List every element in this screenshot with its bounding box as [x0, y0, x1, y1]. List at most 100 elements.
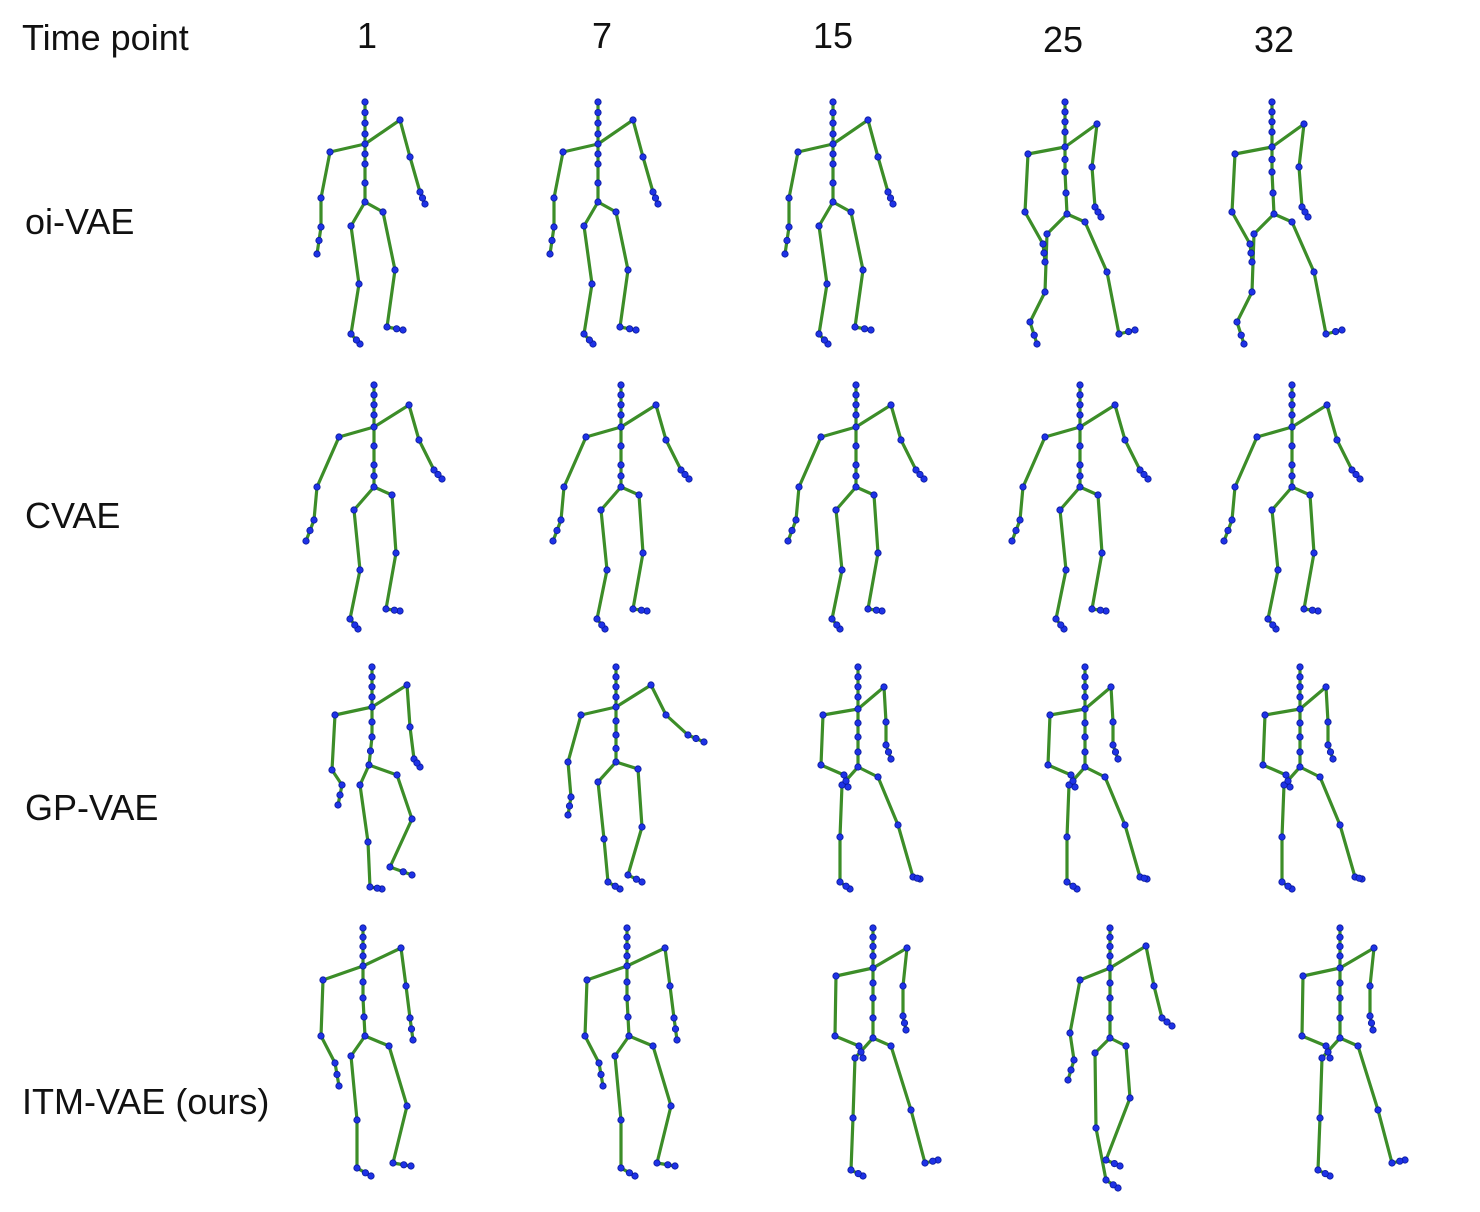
- skeleton-joint: [1268, 118, 1276, 126]
- skeleton-joint: [370, 483, 378, 491]
- skeleton-joint: [564, 811, 572, 819]
- skeleton-bone: [1233, 145, 1274, 156]
- skeleton-joint: [370, 442, 378, 450]
- skeleton-joint: [1039, 240, 1047, 248]
- skeleton-bone: [1104, 1096, 1132, 1162]
- skeleton-joint: [854, 763, 862, 771]
- skeleton-bone: [1230, 485, 1237, 522]
- skeleton-joint: [1103, 268, 1111, 276]
- skeleton-joint: [664, 1161, 672, 1169]
- skeleton-bone: [854, 403, 893, 429]
- skeleton-joint: [396, 116, 404, 124]
- skeleton-joint: [382, 605, 390, 613]
- skeleton-bone: [849, 1116, 855, 1172]
- skeleton-joint: [1300, 120, 1308, 128]
- skeleton-bone: [561, 142, 600, 154]
- skeleton-joint: [1374, 1106, 1382, 1114]
- skeleton-joint: [1301, 208, 1309, 216]
- skeleton-joint: [1228, 516, 1236, 524]
- skeleton-joint: [857, 1048, 865, 1056]
- skeleton-joint: [415, 436, 423, 444]
- skeleton-joint: [1332, 327, 1340, 336]
- skeleton-joint: [653, 1159, 661, 1167]
- skeleton-bone: [1046, 763, 1073, 777]
- skeleton-bone: [1368, 946, 1376, 988]
- skeleton-bone: [1261, 713, 1267, 767]
- skeleton-joint: [1062, 566, 1070, 574]
- skeleton-joint: [406, 723, 414, 731]
- skeleton-joint: [604, 878, 612, 886]
- skeleton-joint: [649, 1042, 657, 1050]
- skeleton-bone: [582, 224, 594, 286]
- skeleton-joint: [1268, 108, 1276, 116]
- skeleton-joint: [1109, 718, 1117, 726]
- skeleton-joint: [1063, 210, 1071, 218]
- skeleton-joint: [623, 933, 631, 941]
- skeleton-joint: [632, 326, 640, 334]
- skeleton-joint: [1324, 1048, 1332, 1056]
- skeleton-joint: [408, 871, 416, 879]
- skeleton-joint: [1110, 1160, 1119, 1168]
- skeleton-joint: [1268, 128, 1276, 136]
- skeleton-joint: [852, 442, 860, 450]
- skeleton-bone: [1270, 485, 1294, 512]
- skeleton-bone: [834, 485, 858, 512]
- skeleton-joint: [1061, 168, 1069, 176]
- skeleton-joint: [1046, 711, 1054, 719]
- skeleton-joint: [612, 731, 620, 739]
- skeleton-joint: [313, 250, 321, 258]
- skeleton-joint: [370, 461, 378, 469]
- skeleton-bone: [1261, 763, 1288, 777]
- skeleton-joint: [1131, 326, 1139, 334]
- skeleton-joint: [1067, 1066, 1075, 1074]
- skeleton-joint: [1102, 1176, 1110, 1184]
- skeleton-joint: [1288, 391, 1296, 399]
- skeleton-joint: [1326, 748, 1335, 756]
- skeleton-joint: [617, 381, 625, 389]
- skeleton-joint: [635, 491, 643, 499]
- skeleton-joint: [1040, 249, 1048, 257]
- skeleton-joint: [783, 236, 791, 245]
- skeleton-joint: [1288, 483, 1296, 491]
- skeleton-joint: [1008, 537, 1016, 545]
- skeleton-joint: [852, 401, 860, 409]
- skeleton-joint: [1093, 120, 1101, 128]
- skeleton-joint: [594, 778, 602, 786]
- time-point-header: Time point: [22, 17, 189, 58]
- skeleton-joint: [828, 615, 836, 623]
- skeleton-bone: [1105, 270, 1121, 336]
- skeleton-joint: [385, 1042, 393, 1050]
- skeleton: [1228, 98, 1346, 348]
- skeleton-bone: [404, 984, 412, 1020]
- skeleton-joint: [1063, 833, 1071, 841]
- skeleton-joint: [1140, 874, 1148, 882]
- skeleton-joint: [1268, 98, 1276, 106]
- skeleton-joint: [638, 823, 646, 831]
- skeleton-joint: [361, 198, 369, 206]
- skeleton-bone: [871, 946, 909, 970]
- skeleton-joint: [1076, 472, 1084, 480]
- skeleton-joint: [1044, 761, 1052, 769]
- skeleton-joint: [1333, 436, 1341, 444]
- skeleton-bone: [1078, 403, 1117, 429]
- skeleton-bone: [663, 946, 672, 988]
- skeleton-bone: [649, 683, 668, 717]
- skeleton-joint: [1021, 208, 1029, 216]
- skeleton-joint: [360, 1013, 368, 1021]
- skeleton-joint: [1318, 1054, 1326, 1062]
- skeleton-joint: [1369, 1026, 1377, 1034]
- skeleton-bone: [1335, 438, 1354, 472]
- skeleton-joint: [887, 1042, 895, 1050]
- skeleton-joint: [548, 236, 556, 245]
- skeleton-joint: [1081, 705, 1089, 713]
- skeleton-joint: [1033, 340, 1041, 348]
- skeleton-joint: [617, 483, 625, 491]
- skeleton-joint: [361, 108, 369, 117]
- skeleton-bone: [349, 200, 367, 228]
- skeleton-joint: [869, 979, 877, 987]
- skeleton-joint: [855, 1042, 863, 1050]
- skeleton-joint: [386, 863, 394, 871]
- skeleton-joint: [629, 605, 637, 613]
- skeleton-joint: [603, 566, 611, 574]
- skeleton-joint: [317, 194, 325, 202]
